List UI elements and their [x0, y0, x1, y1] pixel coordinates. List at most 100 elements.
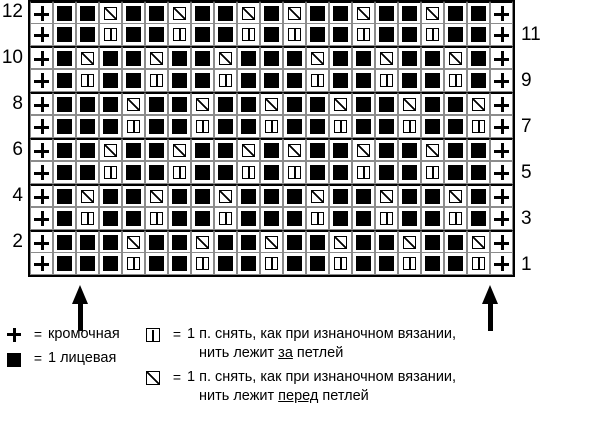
- knit-stitch-icon: [237, 46, 260, 69]
- edge-stitch-icon: [490, 230, 513, 253]
- knit-stitch-icon: [421, 92, 444, 115]
- slip-yarn-behind-icon: [168, 23, 191, 46]
- knit-stitch-icon: [53, 138, 76, 161]
- knit-stitch-icon: [421, 69, 444, 92]
- knit-stitch-icon: [76, 1, 99, 24]
- edge-stitch-icon: [490, 46, 513, 69]
- edge-stitch-icon: [30, 1, 53, 24]
- knit-stitch-icon: [191, 184, 214, 207]
- chart-row: 6: [0, 138, 600, 161]
- slip-yarn-behind-icon: [145, 207, 168, 230]
- chart-row-cells: [28, 23, 515, 46]
- knit-stitch-icon: [145, 92, 168, 115]
- slip-yarn-front-icon: [191, 92, 214, 115]
- knit-stitch-icon: [467, 138, 490, 161]
- knit-stitch-icon: [421, 252, 444, 275]
- knit-stitch-icon: [214, 230, 237, 253]
- knit-stitch-icon: [421, 184, 444, 207]
- knit-stitch-icon: [76, 23, 99, 46]
- knit-stitch-icon: [122, 69, 145, 92]
- knit-stitch-icon: [444, 92, 467, 115]
- knit-stitch-icon: [329, 23, 352, 46]
- slip-yarn-behind-icon: [444, 207, 467, 230]
- chart-row-cells: [28, 69, 515, 92]
- knit-stitch-icon: [444, 161, 467, 184]
- knit-stitch-icon: [306, 1, 329, 24]
- slip-yarn-behind-icon: [122, 115, 145, 138]
- knit-stitch-icon: [237, 184, 260, 207]
- knit-stitch-icon: [214, 115, 237, 138]
- slip-yarn-front-icon: [306, 46, 329, 69]
- chart-row: 4: [0, 184, 600, 207]
- slip-yarn-front-icon: [260, 92, 283, 115]
- slip-yarn-front-icon: [168, 138, 191, 161]
- knit-stitch-icon: [306, 23, 329, 46]
- edge-stitch-icon: [490, 161, 513, 184]
- knit-stitch-icon: [444, 138, 467, 161]
- knit-stitch-icon: [214, 138, 237, 161]
- knit-stitch-icon: [76, 92, 99, 115]
- knit-stitch-icon: [53, 230, 76, 253]
- knit-stitch-icon: [283, 115, 306, 138]
- edge-stitch-icon: [30, 252, 53, 275]
- knit-stitch-icon: [76, 115, 99, 138]
- legend-entry: =кромочная: [6, 325, 146, 344]
- chart-row: 3: [0, 207, 600, 230]
- knit-stitch-icon: [99, 46, 122, 69]
- legend-label-line2: нить лежит перед петлей: [187, 387, 456, 406]
- knit-stitch-icon: [122, 184, 145, 207]
- chart-legend: =кромочная=1 лицевая =1 п. снять, как пр…: [0, 325, 600, 425]
- edge-stitch-icon: [490, 184, 513, 207]
- knit-stitch-icon: [145, 230, 168, 253]
- edge-stitch-icon: [30, 23, 53, 46]
- edge-stitch-icon: [30, 138, 53, 161]
- knit-stitch-icon: [237, 230, 260, 253]
- knit-stitch-icon: [421, 46, 444, 69]
- knit-stitch-icon: [467, 23, 490, 46]
- knit-stitch-icon: [76, 252, 99, 275]
- pattern-repeat-arrow-right: [480, 285, 502, 331]
- knit-stitch-icon: [306, 161, 329, 184]
- slip-yarn-behind-icon: [421, 23, 444, 46]
- edge-stitch-icon: [490, 252, 513, 275]
- slip-yarn-behind-icon: [283, 161, 306, 184]
- slip-yarn-front-icon: [260, 230, 283, 253]
- edge-stitch-icon: [6, 325, 28, 344]
- slip-yarn-behind-icon: [283, 23, 306, 46]
- row-number-left: 12: [1, 1, 23, 22]
- slip-yarn-behind-icon: [214, 207, 237, 230]
- knit-stitch-icon: [306, 138, 329, 161]
- legend-label: 1 п. снять, как при изнаночном вязании, н…: [187, 368, 456, 406]
- slip-yarn-behind-icon: [467, 252, 490, 275]
- legend-label-line2-suffix: петлей: [292, 345, 344, 361]
- slip-yarn-front-icon: [467, 92, 490, 115]
- knit-stitch-icon: [191, 207, 214, 230]
- knit-stitch-icon: [375, 92, 398, 115]
- edge-stitch-icon: [490, 23, 513, 46]
- slip-yarn-behind-icon: [260, 115, 283, 138]
- knit-stitch-icon: [352, 69, 375, 92]
- knit-stitch-icon: [53, 252, 76, 275]
- slip-yarn-front-icon: [76, 184, 99, 207]
- knit-stitch-icon: [122, 161, 145, 184]
- knit-stitch-icon: [467, 46, 490, 69]
- knit-stitch-icon: [398, 161, 421, 184]
- row-number-right: 9: [521, 70, 532, 91]
- chart-row-cells: [28, 46, 515, 69]
- knit-stitch-icon: [306, 115, 329, 138]
- knit-stitch-icon: [122, 23, 145, 46]
- legend-entry: =1 п. снять, как при изнаночном вязании,…: [145, 368, 600, 406]
- arrow-head-icon: [482, 285, 498, 304]
- legend-equals-sign: =: [33, 326, 43, 342]
- knit-stitch-icon: [398, 23, 421, 46]
- knit-stitch-icon: [329, 161, 352, 184]
- legend-label-line1: 1 п. снять, как при изнаночном вязании,: [187, 369, 457, 385]
- knit-stitch-icon: [99, 184, 122, 207]
- knit-stitch-icon: [283, 92, 306, 115]
- slip-yarn-front-icon: [214, 184, 237, 207]
- slip-yarn-front-icon: [122, 230, 145, 253]
- knit-stitch-icon: [352, 184, 375, 207]
- slip-yarn-front-icon: [237, 1, 260, 24]
- knit-stitch-icon: [260, 161, 283, 184]
- knit-stitch-icon: [168, 184, 191, 207]
